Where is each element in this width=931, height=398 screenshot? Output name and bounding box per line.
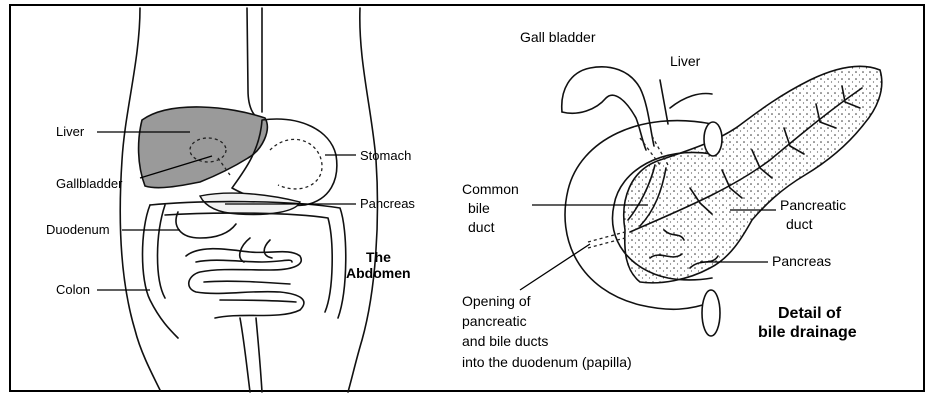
label-common-bile-duct-2: bile [468, 200, 490, 216]
detail-title-line1: Detail of [778, 305, 842, 322]
small-intestine [186, 238, 304, 318]
label-liver: Liver [56, 124, 85, 139]
abdomen-title-line1: The [366, 249, 391, 265]
label-gall-bladder: Gall bladder [520, 29, 596, 45]
label-opening-1: Opening of [462, 293, 531, 309]
label-opening-3: and bile ducts [462, 333, 548, 349]
label-liver-detail: Liver [670, 53, 701, 69]
torso-outline [120, 8, 160, 390]
label-pancreatic-duct-2: duct [786, 216, 813, 232]
liver-shape [139, 107, 268, 188]
rectum [240, 318, 250, 392]
duodenum-top-end [704, 122, 722, 156]
duodenum-bottom-end [702, 290, 720, 336]
bile-detail-panel: Gall bladder Liver Common bile duct Panc… [462, 29, 882, 370]
leader-opening [520, 244, 590, 290]
esophagus [247, 8, 262, 120]
abdomen-panel: Liver Gallbladder Duodenum Colon Stomach… [46, 8, 415, 392]
label-pancreas-detail: Pancreas [772, 253, 831, 269]
detail-title-line2: bile drainage [758, 324, 857, 341]
abdomen-title-line2: Abdomen [346, 265, 411, 281]
label-colon: Colon [56, 282, 90, 297]
label-opening-4: into the duodenum (papilla) [462, 354, 632, 370]
label-pancreatic-duct-1: Pancreatic [780, 197, 846, 213]
label-common-bile-duct-3: duct [468, 219, 495, 235]
gall-bladder-shape [562, 67, 654, 146]
label-stomach: Stomach [360, 148, 411, 163]
duodenum-shape [176, 212, 236, 238]
label-opening-2: pancreatic [462, 313, 527, 329]
pancreas-body [624, 66, 882, 282]
label-duodenum: Duodenum [46, 222, 110, 237]
label-pancreas: Pancreas [360, 196, 415, 211]
label-common-bile-duct-1: Common [462, 181, 519, 197]
label-gallbladder: Gallbladder [56, 176, 123, 191]
